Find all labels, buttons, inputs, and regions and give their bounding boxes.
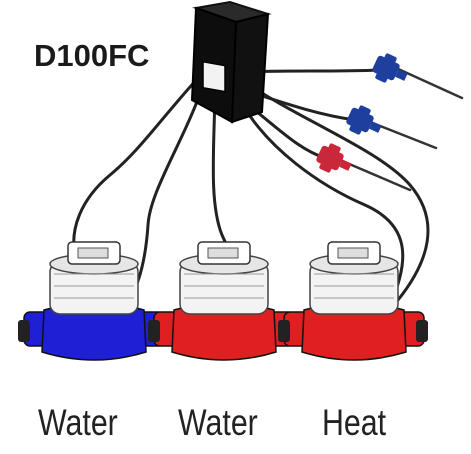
device-display bbox=[202, 60, 226, 93]
probe-stem-3 bbox=[338, 158, 412, 192]
meter-3 bbox=[278, 241, 428, 361]
cable-to-meter-1b bbox=[126, 78, 207, 302]
cable-to-meter-3 bbox=[230, 82, 405, 307]
probe-stem-1 bbox=[394, 66, 464, 100]
cable-to-probe-3 bbox=[250, 106, 327, 160]
meter-label-2: Water bbox=[178, 402, 258, 443]
meter-label-1: Water bbox=[38, 402, 118, 443]
meter-1 bbox=[18, 241, 168, 361]
temperature-probe bbox=[316, 143, 352, 173]
d100fc-device bbox=[190, 0, 272, 124]
cable-to-meter-1 bbox=[72, 76, 200, 257]
meter-label-3: Heat bbox=[322, 402, 387, 443]
meter-2 bbox=[148, 241, 298, 361]
temperature-probe bbox=[346, 105, 382, 135]
cable-to-probe-1 bbox=[246, 68, 382, 74]
device-model-label: D100FC bbox=[34, 38, 150, 73]
temperature-probe bbox=[372, 53, 408, 83]
cable-to-meter-3b bbox=[243, 80, 430, 302]
